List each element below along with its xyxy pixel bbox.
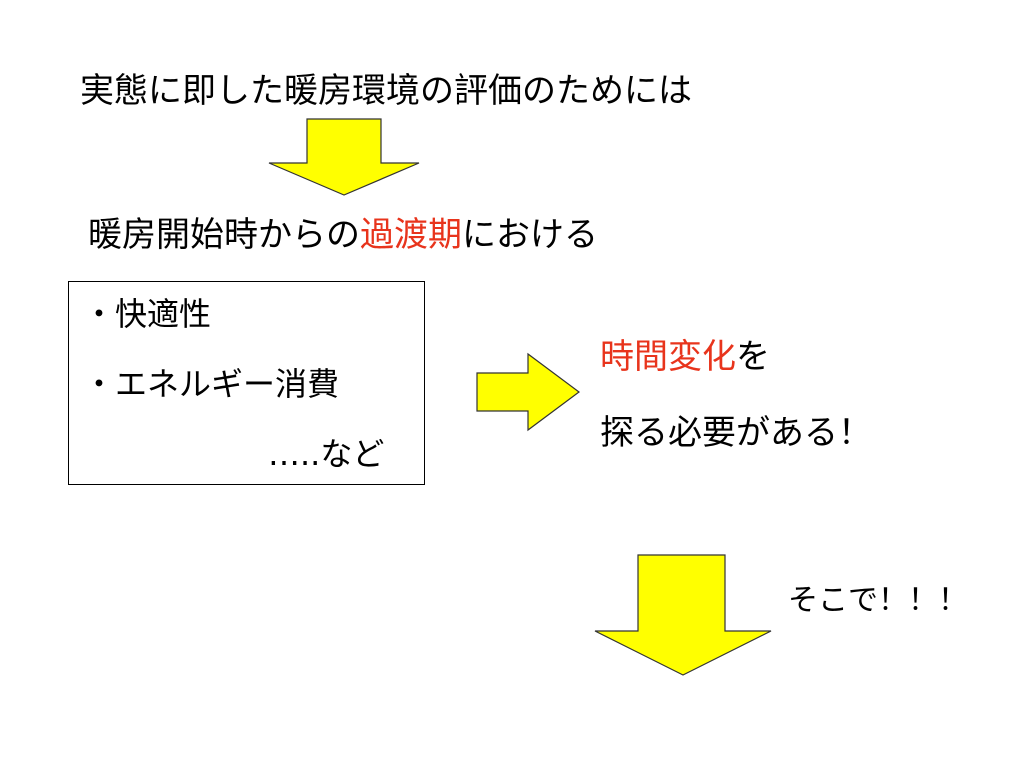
- arrow-down-icon: [268, 118, 420, 196]
- result-highlight: 時間変化: [600, 337, 736, 377]
- arrow-down-icon: [594, 554, 772, 676]
- criteria-item-comfort: ・快適性: [83, 295, 212, 333]
- criteria-item-energy: ・エネルギー消費: [83, 365, 340, 403]
- footer-text: そこで！！！: [788, 583, 968, 618]
- heading-highlight: 過渡期: [360, 215, 462, 255]
- heading-text-before: 暖房開始時からの: [88, 215, 360, 255]
- intro-heading: 実態に即した暖房環境の評価のためには: [80, 71, 692, 111]
- criteria-box: [68, 281, 425, 485]
- heading-text-after: における: [462, 215, 598, 255]
- result-line-2: 探る必要がある！: [600, 413, 872, 453]
- result-text-after: を: [736, 337, 770, 377]
- arrow-right-icon: [476, 352, 581, 432]
- criteria-item-etc: …..など: [268, 435, 385, 473]
- result-line-1: 時間変化を: [600, 340, 770, 374]
- transition-period-heading: 暖房開始時からの過渡期における: [88, 218, 598, 252]
